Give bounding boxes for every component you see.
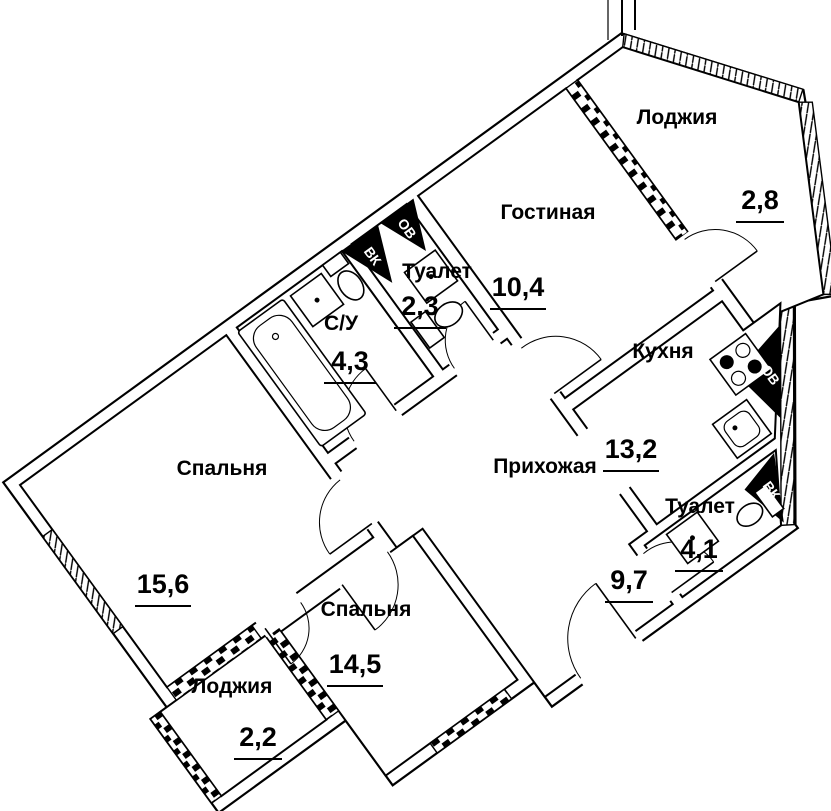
room-area-living: 10,4 [492, 272, 545, 302]
room-area-hallway: 9,7 [610, 565, 648, 595]
shaft-ov-top [379, 198, 426, 251]
room-labels: Гостиная 10,4 Лоджия 2,8 Кухня 13,2 Туал… [135, 106, 784, 760]
room-loggia-top [576, 45, 825, 324]
toilet1-toilet-icon [409, 310, 446, 350]
room-area-bedroom-1: 15,6 [137, 569, 190, 599]
room-label-kitchen: Кухня [632, 340, 693, 363]
room-label-toilet-small: Туалет [402, 260, 472, 283]
room-label-hallway: Прихожая [493, 455, 597, 478]
window-loggia-bottom-left [149, 710, 223, 805]
section-wall-stub [607, 0, 636, 40]
kitchen-sink-icon [711, 398, 773, 460]
shaft-vk-top [341, 224, 393, 283]
room-label-toilet-big: Туалет [665, 495, 735, 518]
room-label-bedroom-2: Спальня [321, 598, 412, 621]
room-label-bathroom: С/У [324, 312, 359, 335]
fixtures [237, 248, 785, 565]
room-area-loggia-top: 2,8 [741, 185, 779, 215]
window-bedroom2-bottom [429, 688, 513, 754]
bathtub-icon [237, 299, 366, 447]
doors [254, 229, 758, 686]
room-label-loggia-top: Лоджия [637, 106, 718, 129]
room-area-bedroom-2: 14,5 [329, 649, 382, 679]
room-area-loggia-bottom: 2,2 [239, 722, 277, 752]
window-bedroom1-left [41, 528, 124, 635]
room-area-bathroom: 4,3 [331, 346, 369, 376]
toilet2-toilet-icon [753, 483, 785, 518]
room-label-loggia-bottom: Лоджия [192, 675, 273, 698]
room-area-toilet-big: 4,1 [680, 534, 718, 564]
stove-icon [708, 332, 773, 397]
room-label-living: Гостиная [501, 201, 596, 224]
bathroom-toilet-icon [321, 251, 350, 278]
room-area-kitchen: 13,2 [605, 434, 658, 464]
room-area-toilet-small: 2,3 [401, 291, 439, 321]
room-label-bedroom-1: Спальня [177, 457, 268, 480]
window-bedroom1-loggia [165, 624, 263, 702]
